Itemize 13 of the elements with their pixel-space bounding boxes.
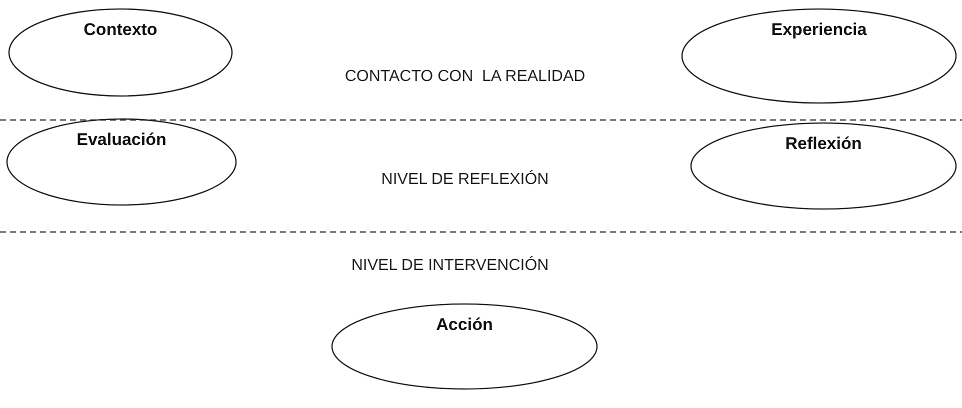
node-label: Contexto [82, 20, 158, 40]
node-label: Reflexión [784, 134, 863, 154]
node-label: Evaluación [76, 130, 168, 150]
ellipse-node [6, 118, 237, 206]
node-label: Experiencia [770, 20, 868, 40]
ellipse-node [8, 8, 233, 97]
ellipse-node [681, 8, 957, 104]
ellipse-node [690, 122, 957, 210]
node-label: Acción [435, 315, 494, 335]
level-label: NIVEL DE INTERVENCIÓN [351, 257, 549, 275]
level-label: NIVEL DE REFLEXIÓN [381, 171, 549, 189]
ellipse-node [331, 303, 598, 390]
level-label: CONTACTO CON LA REALIDAD [344, 68, 586, 86]
